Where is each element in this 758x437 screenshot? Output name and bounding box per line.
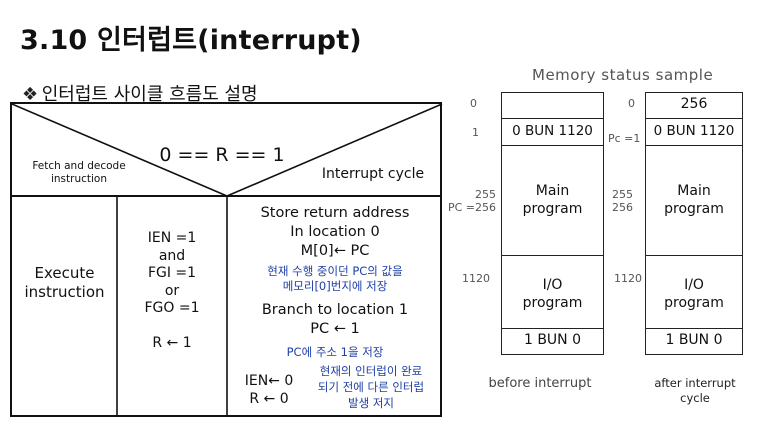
check-line (117, 318, 227, 336)
before-interrupt-caption: before interrupt (488, 376, 592, 391)
memory-cell: 1 BUN 0 (665, 332, 723, 348)
condition-check-ien-fgi-fgo: IEN =1 and FGI =1 or FGO =1 R ← 1 (117, 230, 227, 353)
memory-before: 0 BUN 1120 Main program I/O program 1 BU… (501, 92, 604, 355)
flowchart-lines (12, 104, 443, 417)
io-program-block: I/O program (502, 256, 603, 329)
m0-assign-pc: M[0]← PC (300, 243, 370, 259)
memory-after: 256 0 BUN 1120 Main program I/O program … (645, 92, 743, 355)
main-program-block: Main program (646, 146, 742, 256)
condition-label: 0 == R == 1 (159, 144, 285, 166)
addr-label: 255 256 (612, 188, 633, 214)
addr-label: 1120 (614, 272, 642, 285)
pc-assign-1: PC ← 1 (310, 321, 360, 337)
note-block-interrupt: 현재의 인터럽이 완료 되기 전에 다른 인터럽 발생 저지 (317, 364, 425, 410)
check-line: FGO =1 (144, 300, 200, 316)
addr-label: 0 (470, 97, 477, 110)
memory-cell: 1 BUN 0 (523, 332, 582, 348)
interrupt-cycle-label: Interrupt cycle (321, 166, 425, 182)
page-title: 3.10 인터럽트(interrupt) (20, 25, 362, 56)
ien-r-reset: IEN← 0 R ← 0 (244, 373, 294, 407)
check-line: IEN =1 (147, 230, 197, 246)
diamond-bullet-icon: ❖ (22, 84, 39, 105)
memory-title: Memory status sample (532, 66, 714, 84)
addr-label: 0 (628, 97, 635, 110)
pc-label: PC =256 (447, 201, 496, 214)
check-line: or (164, 282, 180, 299)
fetch-decode-label: Fetch and decode instruction (32, 160, 126, 185)
check-line: and (158, 247, 186, 264)
memory-cell (502, 93, 603, 119)
note-store-pc: 현재 수행 중이던 PC의 값을 메모리[0]번지에 저장 (267, 264, 403, 293)
store-return-address: Store return address (260, 205, 410, 221)
memory-cell: 256 (646, 93, 742, 119)
after-interrupt-caption: after interrupt cycle (654, 376, 736, 405)
check-line: R ← 1 (152, 335, 192, 351)
main-program-block: Main program (502, 146, 603, 256)
io-program-block: I/O program (646, 256, 742, 329)
pc-label: Pc =1 (608, 132, 641, 145)
interrupt-flowchart: 0 == R == 1 Fetch and decode instruction… (10, 102, 443, 417)
note-pc-address-1: PC에 주소 1을 저장 (286, 345, 384, 359)
execute-instruction-label: Execute instruction (24, 264, 105, 301)
memory-cell: 0 BUN 1120 (502, 119, 603, 146)
addr-label: 1120 (462, 272, 490, 285)
subtitle-text: 인터럽트 사이클 흐름도 설명 (41, 84, 258, 105)
memory-cell: 0 BUN 1120 (646, 119, 742, 146)
addr-label: 255 (475, 188, 496, 201)
section-subtitle: ❖ 인터럽트 사이클 흐름도 설명 (22, 80, 258, 106)
in-location-0: In location 0 (290, 224, 380, 240)
branch-to-location-1: Branch to location 1 (261, 302, 409, 318)
check-line: FGI =1 (147, 265, 197, 281)
addr-label: 1 (472, 126, 479, 139)
